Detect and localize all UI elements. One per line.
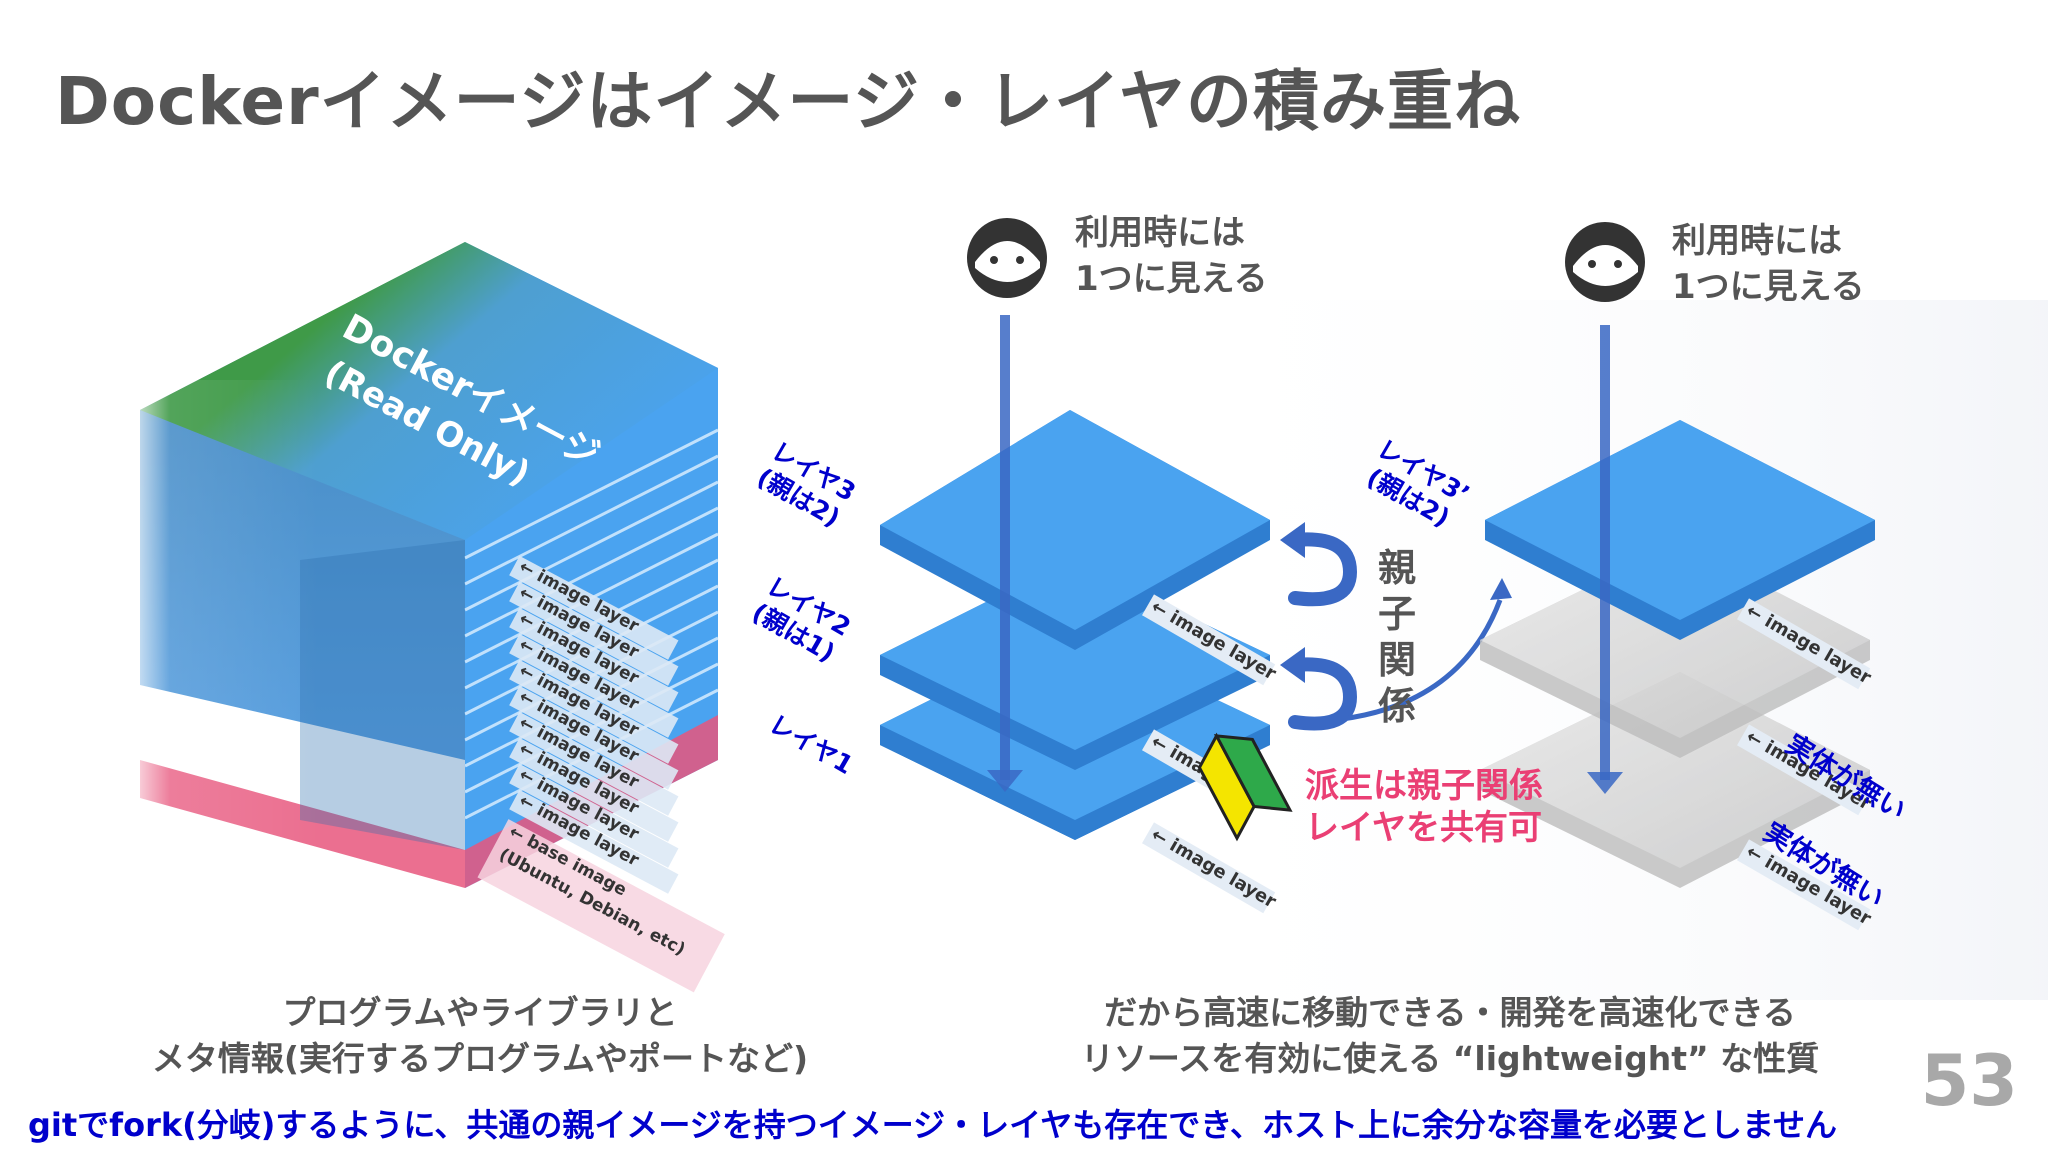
derived-arrow [1299, 599, 1503, 725]
right-layer-stack [1480, 325, 1875, 888]
caption-right-line1: だから高速に移動できる・開発を高速化できる [1104, 993, 1796, 1032]
user-note-right: 利用時には 1つに見える [1672, 218, 1865, 310]
relation-char: 子 [1377, 592, 1416, 636]
user-note-middle: 利用時には 1つに見える [1075, 210, 1268, 302]
relation-char: 係 [1377, 684, 1416, 728]
user-note-middle-line2: 1つに見える [1075, 259, 1268, 299]
cube-layer-lines [464, 428, 719, 820]
parent-child-relation-label: 親 子 関 係 [1372, 545, 1422, 729]
derivation-note-line2: レイヤを共有可 [1305, 808, 1542, 848]
ghost-layer-bottom [1480, 672, 1870, 888]
caption-left: プログラムやライブラリと メタ情報(実行するプログラムやポートなど) [100, 990, 860, 1082]
derivation-note-line1: 派生は親子関係 [1305, 766, 1543, 806]
user-note-middle-line1: 利用時には [1075, 213, 1245, 253]
caption-right-line2: リソースを有効に使える “lightweight” な性質 [1080, 1039, 1820, 1078]
right-layer-tags [1737, 598, 1871, 931]
caption-left-line2: メタ情報(実行するプログラムやポートなど) [151, 1039, 809, 1078]
layer3-slab [880, 410, 1270, 650]
page-title: Dockerイメージはイメージ・レイヤの積み重ね [55, 63, 1522, 140]
user-note-right-line1: 利用時には [1672, 221, 1842, 261]
footer-note: gitでfork(分岐)するように、共通の親イメージを持つイメージ・レイヤも存在… [28, 1106, 1837, 1144]
relation-char: 関 [1377, 638, 1416, 682]
beginner-mark-icon [1197, 732, 1293, 842]
caption-left-line1: プログラムやライブラリと [282, 993, 678, 1032]
derivation-note: 派生は親子関係 レイヤを共有可 [1305, 765, 1543, 849]
cube-layer-tags [477, 555, 725, 993]
user-icon-middle [967, 218, 1047, 298]
page-number: 53 [1920, 1040, 2018, 1122]
user-note-right-line2: 1つに見える [1672, 267, 1865, 307]
user-icon-right [1565, 222, 1645, 302]
middle-layer-stack [880, 315, 1270, 840]
layer3-prime-slab [1485, 420, 1875, 640]
relation-char: 親 [1377, 546, 1416, 590]
caption-right: だから高速に移動できる・開発を高速化できる リソースを有効に使える “light… [1010, 990, 1890, 1082]
